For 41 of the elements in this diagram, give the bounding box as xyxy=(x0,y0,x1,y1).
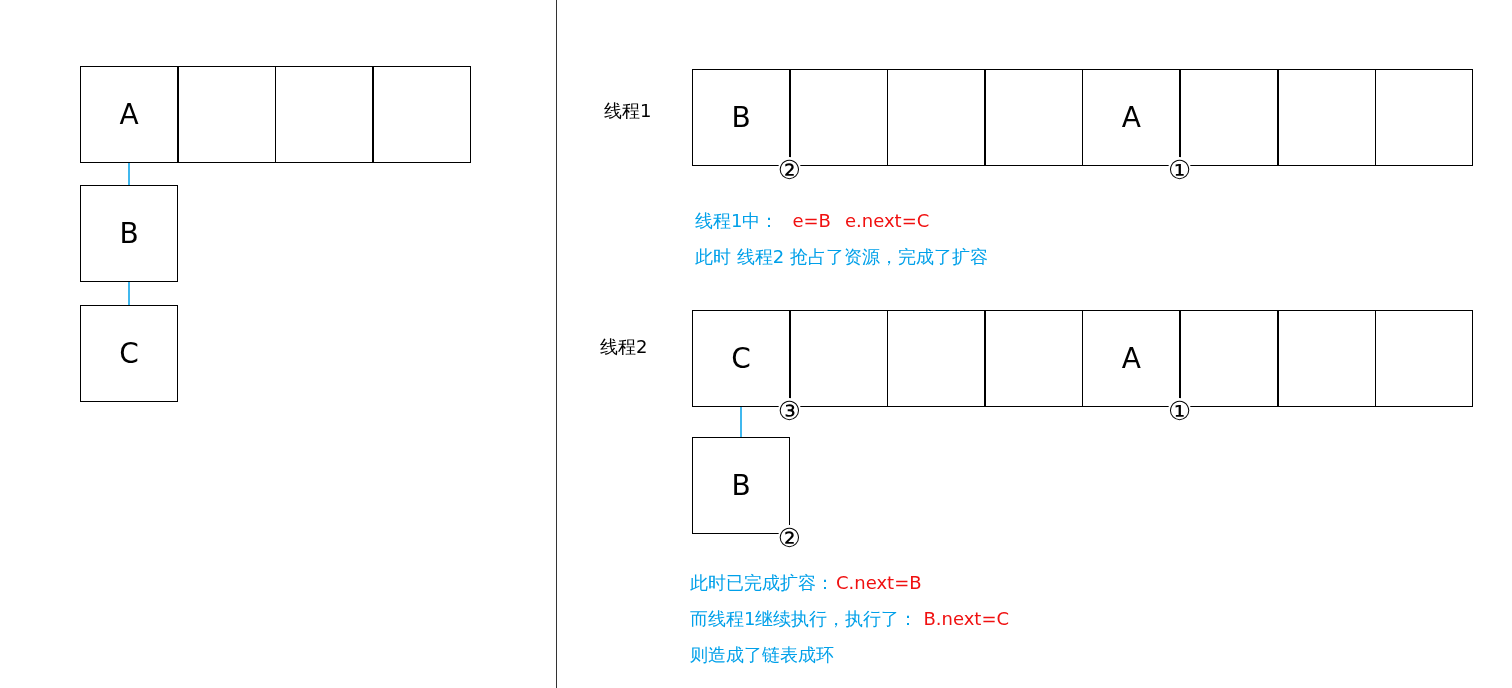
node-letter: B xyxy=(731,103,751,132)
note-text: e=B xyxy=(792,210,831,231)
node-letter: A xyxy=(1121,103,1141,132)
note-text: 则造成了链表成环 xyxy=(690,643,834,667)
thread-label: 线程1 xyxy=(604,99,652,123)
link-line xyxy=(740,406,742,438)
note-text: B.next=C xyxy=(923,608,1010,629)
circled-number: ① xyxy=(1168,398,1192,424)
empty-cell xyxy=(887,69,986,166)
node-letter: B xyxy=(731,471,751,500)
empty-cell xyxy=(984,310,1083,407)
empty-cell xyxy=(984,69,1083,166)
empty-cell xyxy=(275,66,373,163)
circled-number: ② xyxy=(777,157,801,183)
circled-number: ① xyxy=(1168,157,1192,183)
node-letter: C xyxy=(119,339,139,368)
array-cell xyxy=(80,66,178,163)
note-text: 此时 线程2 抢占了资源，完成了扩容 xyxy=(695,245,988,269)
note-text: 线程1中： xyxy=(695,209,779,233)
circled-number: ② xyxy=(777,525,801,551)
node-letter: A xyxy=(1121,344,1141,373)
empty-cell xyxy=(1277,69,1376,166)
empty-cell xyxy=(1375,69,1474,166)
note-text: 而线程1继续执行，执行了： xyxy=(690,607,918,631)
empty-cell xyxy=(372,66,471,163)
empty-cell xyxy=(887,310,986,407)
note-text: 此时已完成扩容： xyxy=(690,571,834,595)
empty-cell xyxy=(177,66,276,163)
link-line xyxy=(128,281,130,306)
note-text: e.next=C xyxy=(844,210,930,231)
empty-cell xyxy=(1277,310,1376,407)
node-letter: C xyxy=(731,344,751,373)
thread-label: 线程2 xyxy=(600,335,648,359)
array-cell xyxy=(80,185,178,282)
empty-cell xyxy=(1375,310,1474,407)
circled-number: ③ xyxy=(777,398,801,424)
array-cell xyxy=(80,305,178,402)
link-line xyxy=(128,162,130,186)
node-letter: B xyxy=(119,219,139,248)
node-letter: A xyxy=(119,100,139,129)
note-text: C.next=B xyxy=(836,572,922,593)
